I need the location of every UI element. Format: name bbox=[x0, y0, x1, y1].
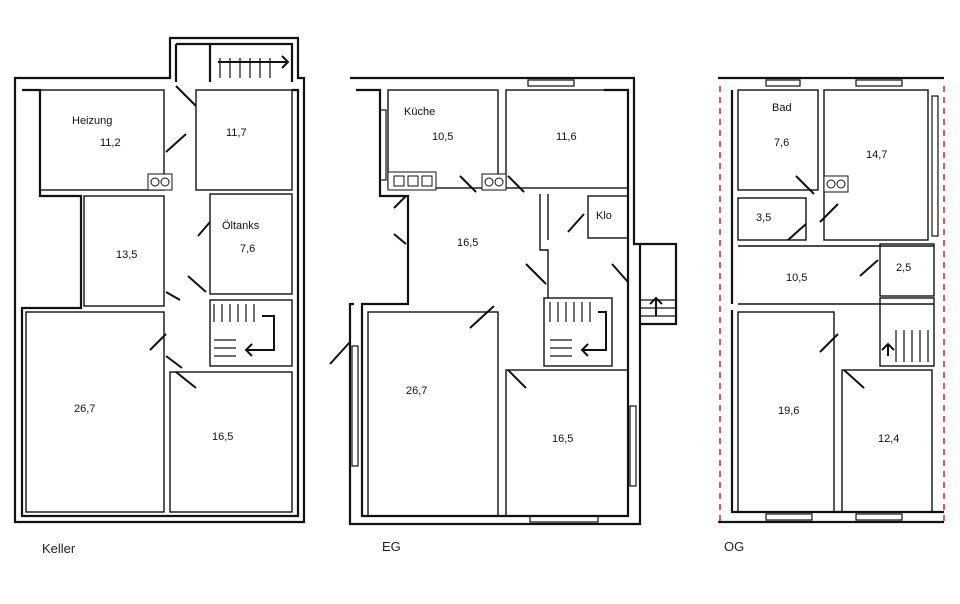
eg-title: EG bbox=[382, 539, 401, 554]
keller-heizung-area: 11,2 bbox=[100, 137, 121, 149]
eg-kitchen-counter bbox=[387, 171, 507, 191]
og-klein-room bbox=[737, 197, 807, 241]
eg-window-bottom bbox=[529, 515, 599, 523]
keller-doors bbox=[149, 85, 211, 389]
og-doors bbox=[787, 175, 879, 389]
eg-klo-name: Klo bbox=[596, 210, 612, 222]
keller-inner-outline bbox=[20, 88, 300, 518]
og-rechts-room bbox=[841, 369, 933, 513]
keller-outer-wall bbox=[13, 36, 306, 524]
eg-terrace-steps bbox=[640, 242, 678, 326]
og-plan: Bad 7,6 14,7 3,5 10,5 2,5 19,6 12,4 OG bbox=[718, 76, 945, 554]
og-oben-room bbox=[823, 89, 929, 241]
keller-title: Keller bbox=[42, 541, 76, 556]
og-bad-name: Bad bbox=[772, 102, 792, 114]
eg-window-right bbox=[629, 405, 637, 487]
og-rechts-area: 12,4 bbox=[878, 433, 899, 445]
eg-outer-wall bbox=[348, 76, 642, 526]
keller-mitte-room bbox=[83, 195, 165, 307]
eg-kueche-area: 10,5 bbox=[432, 131, 453, 143]
og-window-bottom-right bbox=[855, 513, 903, 521]
keller-mitte-area: 13,5 bbox=[116, 249, 137, 261]
og-links-room bbox=[737, 311, 835, 513]
keller-rechts-room bbox=[169, 371, 293, 513]
og-bad-area: 7,6 bbox=[774, 137, 789, 149]
keller-heizung-room bbox=[39, 89, 165, 191]
og-inner-outline bbox=[730, 90, 944, 514]
og-title: OG bbox=[724, 539, 744, 554]
og-klein-area: 3,5 bbox=[756, 212, 771, 224]
eg-kueche-room bbox=[387, 89, 499, 189]
keller-gross-area: 26,7 bbox=[74, 403, 95, 415]
eg-stairs-arrow bbox=[580, 311, 607, 357]
eg-rechts-area: 16,5 bbox=[552, 433, 573, 445]
eg-wohn-area: 26,7 bbox=[406, 385, 427, 397]
og-stairwell bbox=[879, 297, 935, 367]
eg-window-kueche bbox=[379, 109, 387, 181]
keller-sink-fixture bbox=[147, 173, 173, 191]
keller-heizung-name: Heizung bbox=[72, 115, 112, 127]
eg-kueche-name: Küche bbox=[404, 106, 435, 118]
keller-stairs-arrow-bottom bbox=[244, 315, 275, 357]
og-bad-room bbox=[737, 89, 819, 191]
keller-stairs-bottom bbox=[213, 304, 255, 357]
og-bath-fixture bbox=[823, 175, 849, 193]
keller-rechts-area: 16,5 bbox=[212, 431, 233, 443]
og-abstell-area: 2,5 bbox=[896, 262, 911, 274]
keller-flur-room bbox=[195, 89, 293, 191]
eg-window-left bbox=[351, 345, 359, 467]
eg-plan: Küche 10,5 11,6 16,5 Klo 26,7 16,5 EG bbox=[329, 76, 678, 554]
og-stairs bbox=[895, 330, 929, 362]
og-window-bottom-left bbox=[765, 513, 813, 521]
eg-terrace-arrow bbox=[649, 296, 663, 316]
keller-stair-wall bbox=[174, 42, 294, 82]
eg-stairwell bbox=[543, 297, 613, 367]
eg-oben-area: 11,6 bbox=[556, 131, 577, 143]
keller-oeltanks-room bbox=[209, 193, 293, 295]
og-flur-area: 10,5 bbox=[786, 272, 807, 284]
eg-doors bbox=[329, 175, 629, 389]
eg-klo-room bbox=[587, 195, 629, 239]
eg-inner-outline bbox=[356, 88, 630, 518]
eg-oben-room bbox=[505, 89, 629, 189]
og-window-top-left bbox=[765, 79, 801, 87]
eg-terrace-stair-lines bbox=[640, 299, 676, 317]
og-outer-wall bbox=[718, 76, 944, 524]
og-window-right bbox=[931, 95, 939, 237]
keller-plan: Heizung 11,2 11,7 13,5 Öltanks 7,6 26,7 … bbox=[13, 36, 306, 556]
keller-stairwell bbox=[209, 299, 293, 367]
eg-window-top bbox=[527, 79, 575, 87]
og-stairs-arrow bbox=[881, 342, 895, 356]
og-oben-area: 14,7 bbox=[866, 149, 887, 161]
keller-oeltanks-area: 7,6 bbox=[240, 243, 255, 255]
keller-gross-room bbox=[25, 311, 165, 513]
eg-flur-wall bbox=[539, 194, 549, 298]
keller-stairs-arrow-top bbox=[218, 55, 290, 69]
og-window-top-right bbox=[855, 79, 903, 87]
eg-stairs bbox=[549, 302, 591, 357]
og-links-area: 19,6 bbox=[778, 405, 799, 417]
og-abstell-room bbox=[879, 243, 935, 297]
og-flur-walls bbox=[738, 245, 934, 305]
eg-wohn-room bbox=[367, 311, 499, 517]
keller-flur-area: 11,7 bbox=[226, 127, 247, 139]
keller-oeltanks-name: Öltanks bbox=[222, 220, 260, 232]
eg-flur-area: 16,5 bbox=[457, 237, 478, 249]
